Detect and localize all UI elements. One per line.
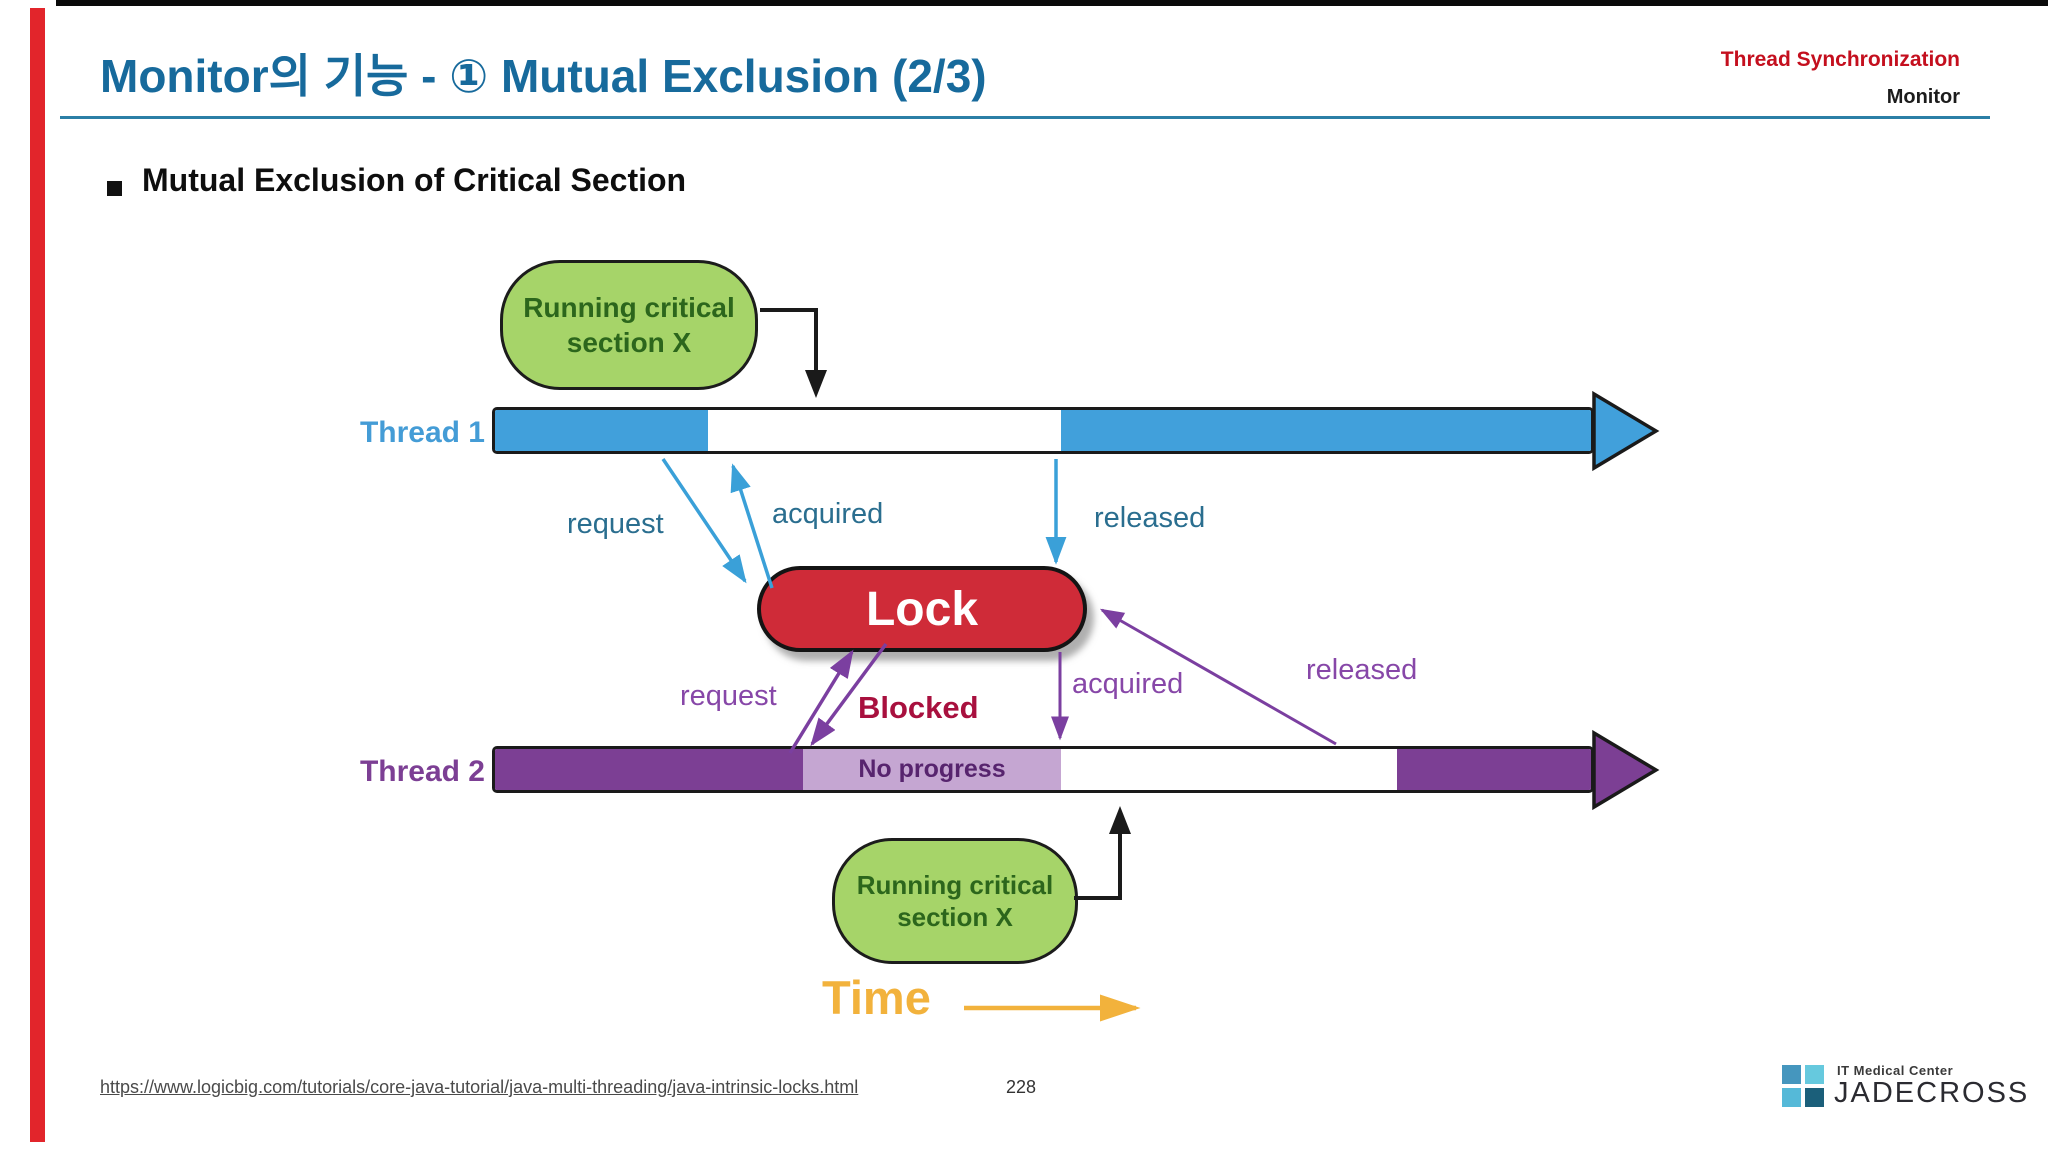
- thread2-arrowhead: [1592, 729, 1660, 811]
- arrow-t1-acquired: [730, 463, 774, 589]
- running-box-top-line2: section X: [566, 327, 692, 358]
- thread1-running-segment-1: [495, 410, 708, 451]
- connector-bottom-elbow: [1074, 806, 1131, 900]
- bullet-square-icon: [107, 181, 122, 196]
- section-tag: Monitor: [1886, 86, 1960, 108]
- bullet-text: Mutual Exclusion of Critical Section: [142, 162, 687, 198]
- arrow-t1-request: [661, 458, 747, 584]
- time-label: Time: [822, 971, 931, 1024]
- running-critical-box-top: Running critical section X: [500, 260, 758, 390]
- thread2-bar: No progress: [492, 746, 1594, 793]
- source-link[interactable]: https://www.logicbig.com/tutorials/core-…: [100, 1077, 859, 1097]
- logo-name: JADECROSS: [1834, 1077, 2030, 1109]
- no-progress-label: No progress: [858, 755, 1006, 783]
- thread2-request-label: request: [680, 680, 777, 712]
- thread1-released-label: released: [1094, 502, 1206, 534]
- thread1-arrowhead: [1592, 390, 1660, 472]
- thread2-no-progress-segment: No progress: [803, 749, 1061, 790]
- logo-tagline: IT Medical Center: [1837, 1063, 1954, 1078]
- running-box-bottom-line1: Running critical: [856, 869, 1054, 900]
- running-critical-box-bottom: Running critical section X: [832, 838, 1078, 964]
- page-number: 228: [1006, 1077, 1037, 1097]
- arrow-t2-request: [788, 649, 854, 754]
- lock-label: Lock: [865, 582, 979, 636]
- thread1-label: Thread 1: [359, 416, 485, 449]
- thread2-blocked-label: Blocked: [858, 690, 979, 725]
- thread2-released-label: released: [1306, 654, 1418, 686]
- running-box-top-line1: Running critical: [523, 292, 735, 323]
- title-divider: [60, 116, 1990, 119]
- logo-squares-icon: [1782, 1064, 1824, 1107]
- chapter-tag: Thread Synchronization: [1720, 48, 1960, 71]
- thread1-acquired-label: acquired: [772, 498, 884, 530]
- thread2-running-segment-1: [495, 749, 803, 790]
- jadecross-logo: IT Medical Center JADECROSS: [1782, 1063, 2029, 1108]
- thread2-label: Thread 2: [359, 755, 485, 788]
- thread2-running-segment-2: [1397, 749, 1591, 790]
- thread1-bar: [492, 407, 1594, 454]
- connector-top-elbow: [760, 308, 827, 398]
- top-edge-bar: [56, 0, 2048, 6]
- thread1-request-label: request: [567, 508, 664, 540]
- running-box-bottom-line2: section X: [897, 902, 1013, 932]
- left-red-bar: [30, 8, 45, 1142]
- page-title: Monitor의 기능 - ① Mutual Exclusion (2/3): [100, 50, 987, 102]
- header-tags: Thread Synchronization Monitor: [1721, 48, 1960, 109]
- thread1-running-segment-2: [1061, 410, 1591, 451]
- thread2-acquired-label: acquired: [1072, 668, 1184, 700]
- lock-node: Lock: [757, 566, 1087, 652]
